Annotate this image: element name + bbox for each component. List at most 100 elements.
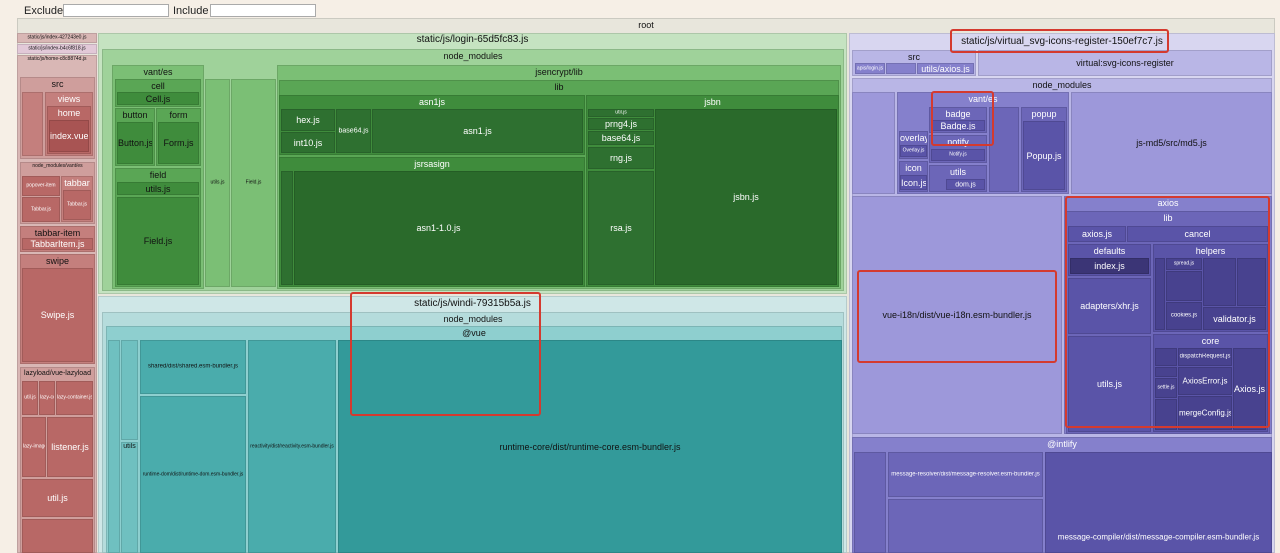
right-axioserror-js[interactable]: AxiosError.js: [1178, 367, 1232, 395]
label: @intlify: [1047, 439, 1077, 449]
left-lazy-rest[interactable]: [22, 519, 93, 553]
left-bundle-2[interactable]: static/js/index-b4c6f818.js: [17, 44, 97, 54]
login-rng-js[interactable]: rng.js: [588, 147, 654, 169]
login-field-js[interactable]: Field.js: [117, 197, 199, 285]
login-rsa-js[interactable]: rsa.js: [588, 171, 654, 285]
left-tabbar-b[interactable]: Tabbar.js: [63, 190, 91, 220]
login-int10-js[interactable]: int10.js: [281, 132, 335, 153]
right-mergeconfig-js[interactable]: mergeConfig.js: [1178, 396, 1232, 430]
right-md5[interactable]: js-md5/src/md5.js: [1071, 92, 1272, 194]
left-tabbar-a[interactable]: popover-item: [22, 176, 60, 196]
windi-reactivity[interactable]: reactivity/dist/reactivity.esm-bundler.j…: [248, 340, 336, 553]
right-core-b[interactable]: [1155, 367, 1177, 377]
left-tabbar-c[interactable]: Tabbar.js: [22, 197, 60, 222]
right-validator-js[interactable]: validator.js: [1203, 307, 1266, 330]
label: base64.js: [601, 133, 641, 143]
label: node_modules: [443, 51, 503, 61]
login-utils-js[interactable]: utils.js: [117, 182, 199, 195]
right-cookies-js[interactable]: cookies.js: [1166, 302, 1202, 330]
windi-runtime-core[interactable]: runtime-core/dist/runtime-core.esm-bundl…: [338, 340, 842, 553]
label: reactivity/dist/reactivity.esm-bundler.j…: [250, 443, 334, 449]
login-jsbn-js[interactable]: jsbn.js: [655, 109, 837, 285]
left-tabbar-item-js[interactable]: TabbarItem.js: [22, 238, 93, 250]
left-lazy-c[interactable]: lazy-container.js: [56, 381, 93, 415]
right-msg-compiler[interactable]: message-compiler/dist/message-compiler.e…: [1045, 452, 1272, 553]
exclude-input[interactable]: [63, 4, 169, 17]
right-vant-strip[interactable]: [852, 92, 895, 194]
login-util-js[interactable]: util.js: [588, 109, 654, 117]
label: Button.js: [118, 138, 152, 148]
left-util[interactable]: util.js: [22, 479, 93, 517]
label: Form.js: [163, 138, 194, 148]
label: util.js: [615, 109, 627, 116]
label: Badge.js: [940, 120, 976, 131]
left-listener[interactable]: listener.js: [47, 417, 93, 477]
label: cancel: [1184, 229, 1211, 239]
right-spread-js[interactable]: spread.js: [1166, 258, 1202, 270]
include-input[interactable]: [210, 4, 316, 17]
login-cell-js[interactable]: Cell.js: [117, 92, 199, 105]
left-lazy-a[interactable]: util.js: [22, 381, 38, 415]
right-i18n[interactable]: vue-i18n/dist/vue-i18n.esm-bundler.js: [852, 196, 1062, 434]
right-intlify-a[interactable]: [854, 452, 886, 553]
right-settle-js[interactable]: settle.js: [1155, 378, 1177, 398]
label: axios.js: [1081, 229, 1112, 239]
label: Notify.js: [949, 151, 967, 158]
windi-left-strip-2[interactable]: [121, 340, 138, 440]
right-core-c[interactable]: [1155, 399, 1177, 430]
label: overlay: [900, 133, 927, 143]
right-utils-axios[interactable]: utils/axios.js: [917, 63, 974, 74]
right-dispatch-js[interactable]: dispatchRequest.js: [1178, 348, 1232, 366]
right-core-a[interactable]: [1155, 348, 1177, 366]
right-adapters-xhr[interactable]: adapters/xhr.js: [1068, 278, 1151, 334]
right-cancel[interactable]: cancel: [1127, 226, 1268, 242]
right-badge-js[interactable]: Badge.js: [931, 120, 985, 131]
login-base64-a[interactable]: base64.js: [336, 109, 371, 153]
windi-shared[interactable]: shared/dist/shared.esm-bundler.js: [140, 340, 246, 394]
root-label: root: [638, 20, 654, 30]
right-helper-c[interactable]: [1203, 258, 1236, 306]
right-vant-mid[interactable]: [989, 107, 1019, 192]
login-small-1[interactable]: utils.js: [205, 79, 230, 287]
label: js-md5/src/md5.js: [1136, 138, 1207, 148]
login-jsrsasign-small[interactable]: [281, 171, 293, 285]
left-index-vue[interactable]: index.vue: [49, 120, 89, 152]
windi-runtime-dom[interactable]: runtime-dom/dist/runtime-dom.esm-bundler…: [140, 396, 246, 553]
right-src-small[interactable]: apis/login.js: [855, 63, 885, 74]
login-base64-b[interactable]: base64.js: [588, 131, 654, 145]
windi-utils[interactable]: utils: [121, 442, 138, 553]
right-notify-js[interactable]: Notify.js: [931, 149, 985, 161]
login-asn1-10-js[interactable]: asn1-1.0.js: [294, 171, 583, 285]
right-helper-a[interactable]: [1155, 258, 1165, 330]
right-src-small-2[interactable]: [886, 63, 916, 74]
right-intlify-b[interactable]: [888, 499, 1043, 553]
label: notify: [947, 137, 969, 147]
login-prng4-js[interactable]: prng4.js: [588, 118, 654, 130]
label: vue-i18n/dist/vue-i18n.esm-bundler.js: [882, 310, 1032, 320]
left-bundle-1[interactable]: static/js/index-427243e0.js: [17, 33, 97, 43]
login-form-js[interactable]: Form.js: [158, 122, 199, 164]
left-src-small[interactable]: [22, 92, 43, 156]
label: home: [57, 108, 81, 118]
right-helper-d[interactable]: [1237, 258, 1266, 306]
right-overlay-js[interactable]: Overlay.js: [900, 145, 927, 157]
left-swipe-js[interactable]: Swipe.js: [22, 268, 93, 362]
windi-left-strip-1[interactable]: [108, 340, 120, 553]
right-utils-js[interactable]: utils.js: [1068, 336, 1151, 432]
right-dom-js[interactable]: dom.js: [946, 179, 985, 190]
left-lazy-b[interactable]: lazy-component.js: [39, 381, 55, 415]
left-listener-small[interactable]: lazy-image.js: [22, 417, 46, 477]
right-index-js[interactable]: index.js: [1070, 258, 1149, 274]
right-popup-js[interactable]: Popup.js: [1023, 121, 1065, 190]
right-axios-js[interactable]: axios.js: [1068, 226, 1126, 242]
right-icon-js[interactable]: Icon.js: [900, 175, 927, 190]
login-asn1-js[interactable]: asn1.js: [372, 109, 583, 153]
label: jsrsasign: [414, 159, 450, 169]
right-msg-resolver[interactable]: message-resolver/dist/message-resolver.e…: [888, 452, 1043, 497]
right-helper-b[interactable]: [1166, 271, 1202, 301]
login-small-2[interactable]: Field.js: [231, 79, 276, 287]
right-axios-core-js[interactable]: Axios.js: [1233, 348, 1266, 430]
login-button-js[interactable]: Button.js: [117, 122, 153, 164]
login-hex-js[interactable]: hex.js: [281, 109, 335, 131]
right-svg-register[interactable]: virtual:svg-icons-register: [978, 50, 1272, 76]
